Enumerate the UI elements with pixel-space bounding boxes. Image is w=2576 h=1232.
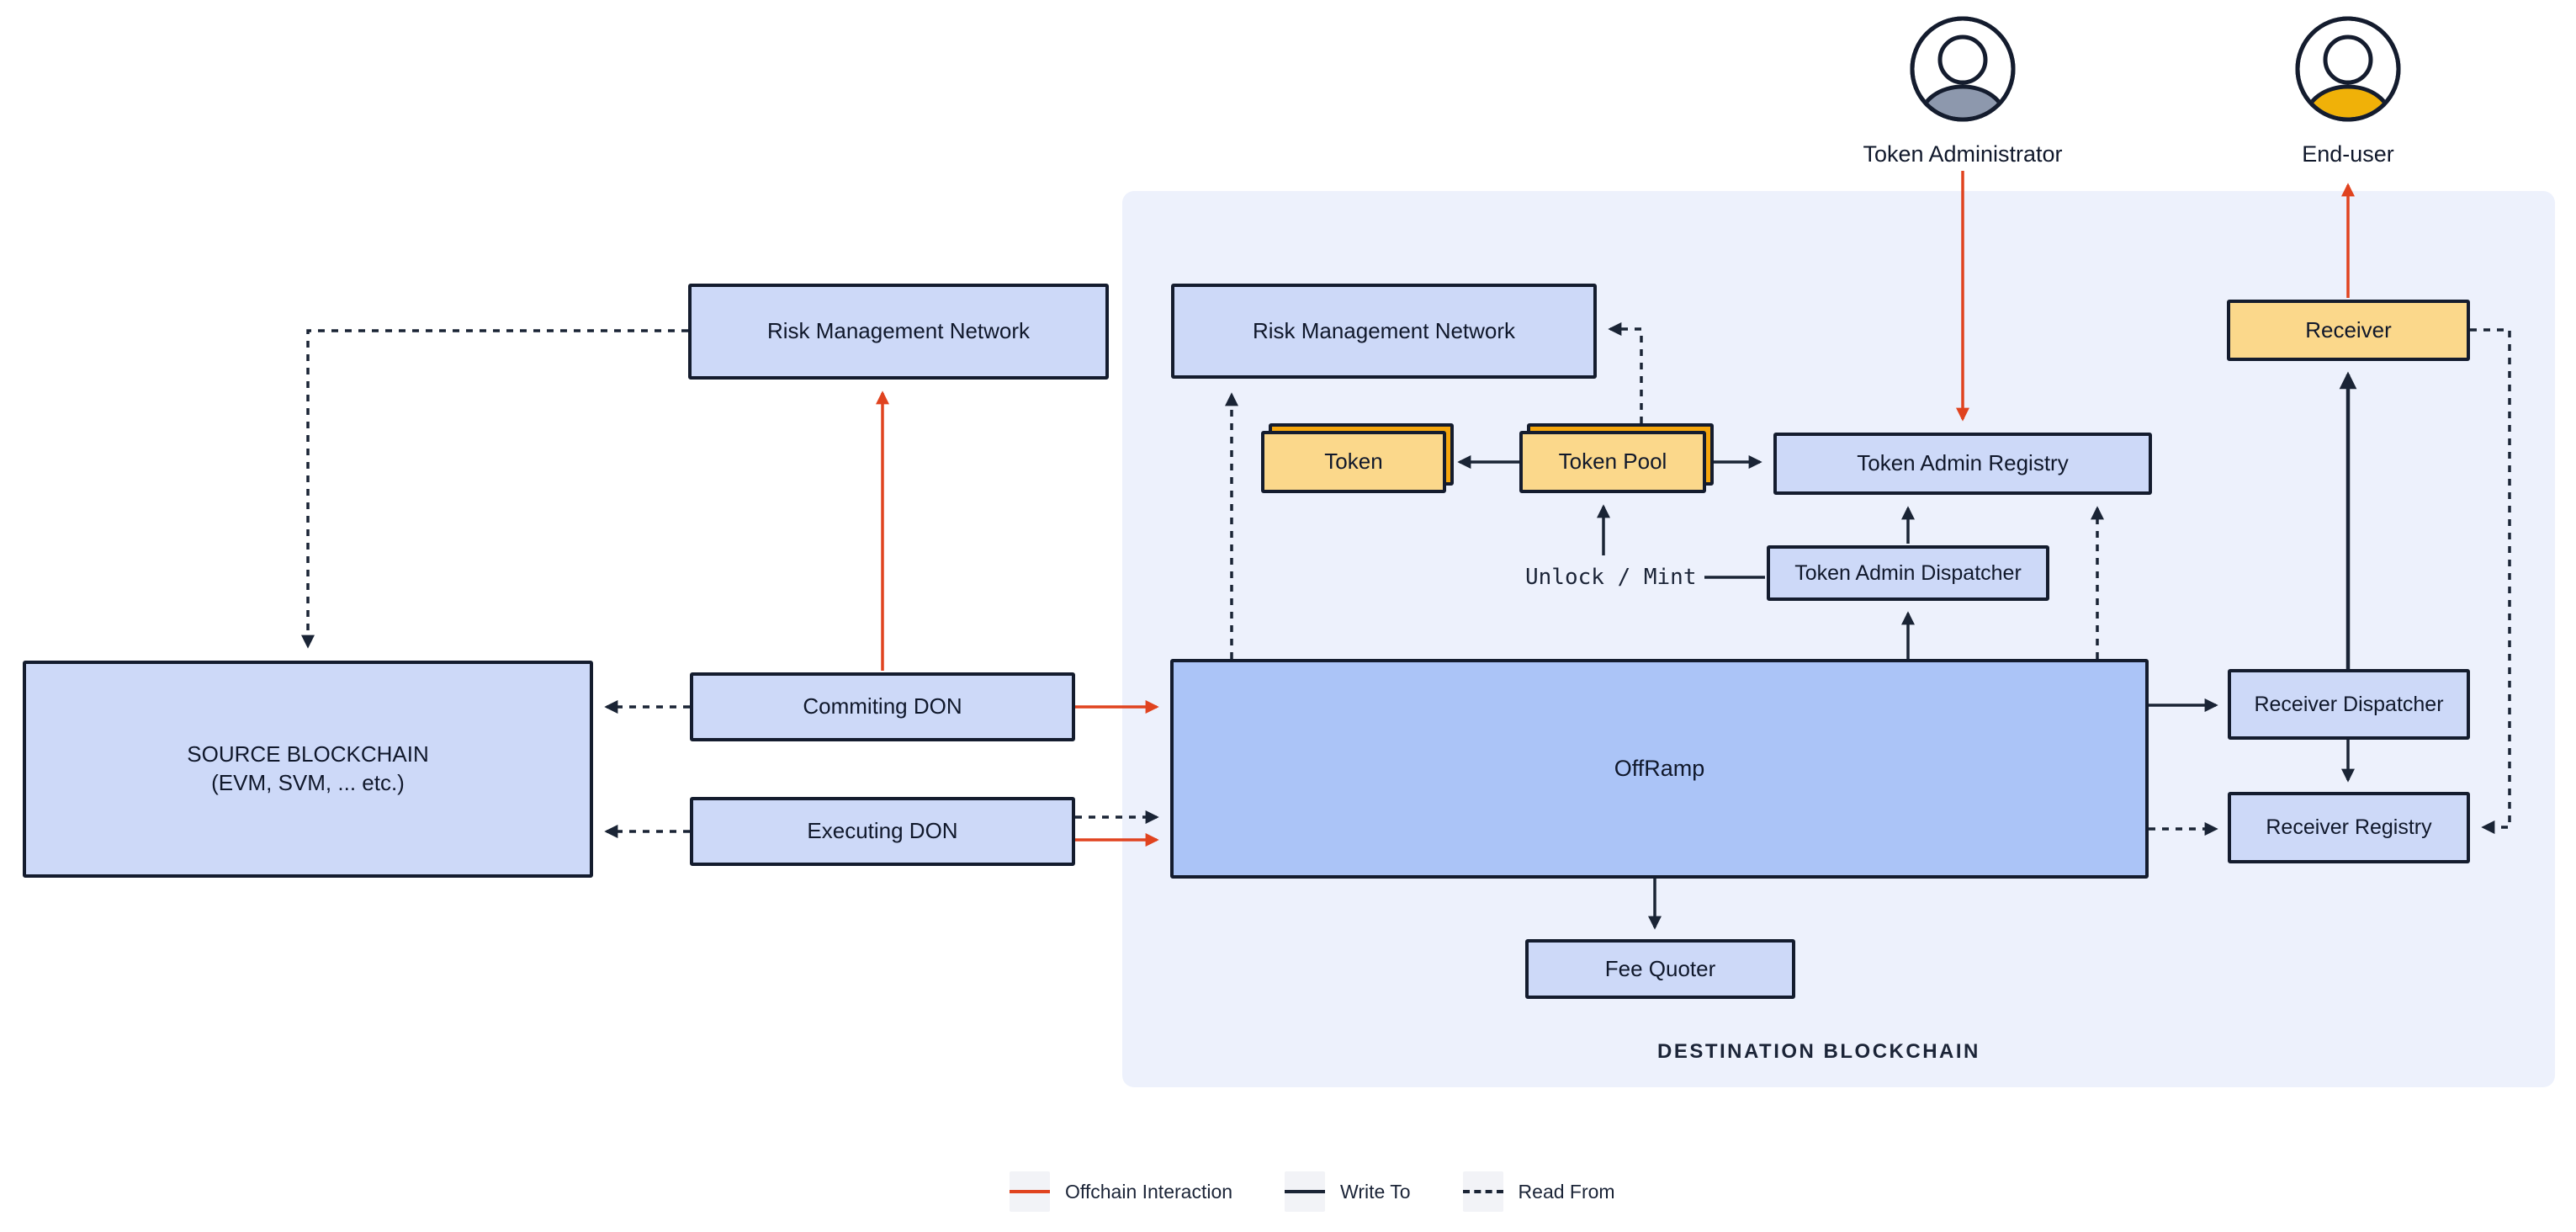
- end-user-icon-shoulders: [2303, 84, 2393, 118]
- unlock-mint-annotation: Unlock / Mint: [1525, 565, 1697, 590]
- node-token-admin-dispatcher-label: Token Admin Dispatcher: [1794, 560, 2022, 585]
- node-offramp-label: OffRamp: [1614, 755, 1705, 781]
- node-source-blockchain-label: SOURCE BLOCKCHAIN (EVM, SVM, ... etc.): [187, 741, 429, 798]
- node-receiver-dispatcher-label: Receiver Dispatcher: [2254, 692, 2444, 716]
- legend-offchain-label: Offchain Interaction: [1065, 1180, 1233, 1203]
- node-source-blockchain-line2: (EVM, SVM, ... etc.): [211, 770, 405, 795]
- node-receiver: Receiver: [2227, 300, 2470, 361]
- end-user-icon-head: [2323, 35, 2373, 85]
- token-administrator-label: Token Administrator: [1863, 141, 2063, 167]
- edge-rmn-source-reads-source-blockchain: [300, 329, 688, 649]
- node-receiver-registry: Receiver Registry: [2228, 792, 2470, 863]
- node-risk-management-network-source: Risk Management Network: [688, 284, 1109, 380]
- node-receiver-dispatcher: Receiver Dispatcher: [2228, 669, 2470, 740]
- legend-offchain-swatch: [1010, 1171, 1050, 1212]
- end-user-label: End-user: [2302, 141, 2394, 167]
- end-user-icon-ring: [2295, 16, 2401, 122]
- node-commiting-don-label: Commiting DON: [803, 693, 962, 720]
- token-administrator-icon: [1910, 16, 2016, 122]
- end-user-icon: [2295, 16, 2401, 122]
- token-administrator-icon-head: [1937, 35, 1988, 85]
- node-risk-management-network-source-label: Risk Management Network: [766, 318, 1031, 344]
- node-receiver-label: Receiver: [2305, 316, 2392, 343]
- node-token-admin-dispatcher: Token Admin Dispatcher: [1767, 545, 2049, 601]
- node-executing-don: Executing DON: [690, 797, 1075, 866]
- legend-write-to-label: Write To: [1340, 1180, 1411, 1203]
- node-risk-management-network-dest: Risk Management Network: [1171, 284, 1597, 379]
- legend-item-read-from: Read From: [1462, 1171, 1615, 1212]
- legend-read-from-label: Read From: [1518, 1180, 1615, 1203]
- node-offramp: OffRamp: [1170, 659, 2149, 879]
- node-receiver-registry-label: Receiver Registry: [2266, 815, 2432, 840]
- node-commiting-don: Commiting DON: [690, 672, 1075, 741]
- node-source-blockchain-line1: SOURCE BLOCKCHAIN: [187, 741, 429, 767]
- node-token-pool-label: Token Pool: [1558, 449, 1667, 475]
- node-token-pool: Token Pool: [1519, 431, 1706, 493]
- offchain-line-icon: [1010, 1190, 1050, 1193]
- node-token-admin-registry: Token Admin Registry: [1773, 433, 2152, 495]
- node-source-blockchain: SOURCE BLOCKCHAIN (EVM, SVM, ... etc.): [23, 661, 593, 878]
- legend-item-write-to: Write To: [1285, 1171, 1411, 1212]
- node-executing-don-label: Executing DON: [807, 818, 958, 844]
- node-token: Token: [1261, 431, 1446, 493]
- node-fee-quoter: Fee Quoter: [1525, 939, 1795, 999]
- legend-item-offchain-interaction: Offchain Interaction: [1010, 1171, 1232, 1212]
- destination-blockchain-label: DESTINATION BLOCKCHAIN: [1657, 1040, 1980, 1063]
- read-from-line-icon: [1462, 1190, 1503, 1193]
- node-fee-quoter-label: Fee Quoter: [1604, 955, 1716, 981]
- token-administrator-icon-shoulders: [1918, 84, 2007, 118]
- write-to-line-icon: [1285, 1190, 1326, 1193]
- node-token-label: Token: [1324, 449, 1383, 475]
- legend: Offchain Interaction Write To Read From: [1010, 1171, 1615, 1212]
- node-risk-management-network-dest-label: Risk Management Network: [1252, 317, 1516, 343]
- legend-write-to-swatch: [1285, 1171, 1326, 1212]
- token-administrator-icon-ring: [1910, 16, 2016, 122]
- legend-read-from-swatch: [1462, 1171, 1503, 1212]
- node-token-admin-registry-label: Token Admin Registry: [1857, 450, 2069, 476]
